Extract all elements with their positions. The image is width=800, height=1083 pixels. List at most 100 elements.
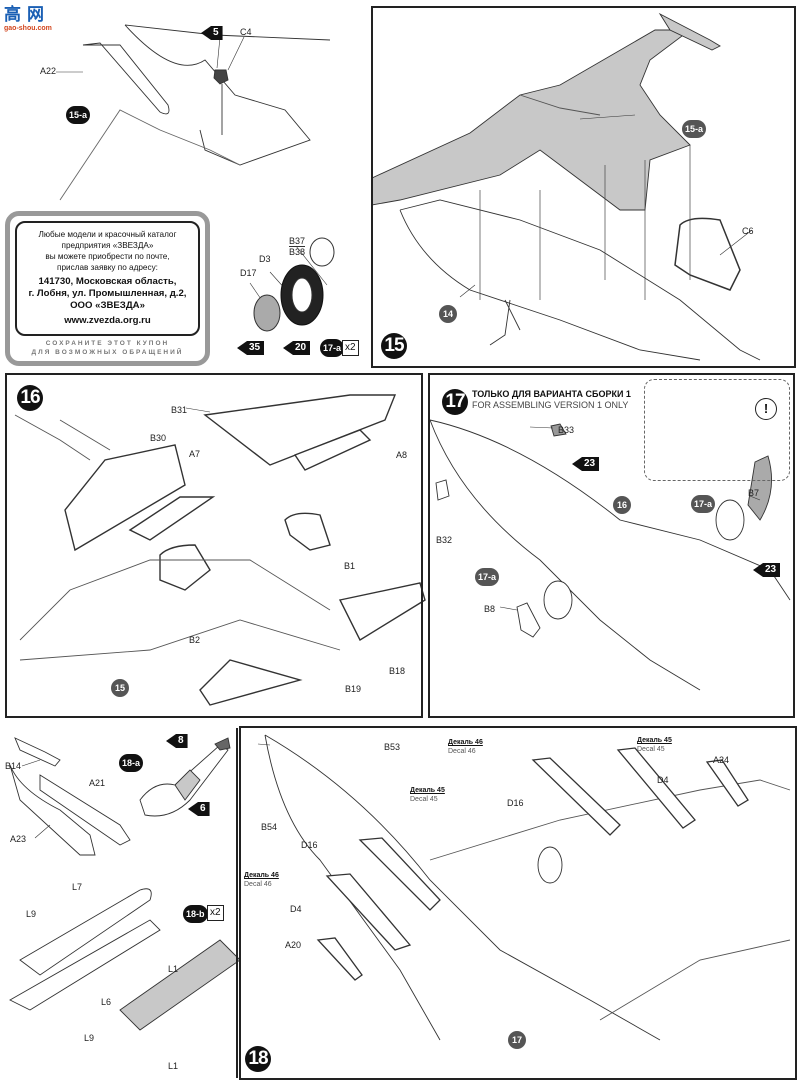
part-label-b54: B54 — [261, 822, 278, 832]
paint-ref-band: 6 — [188, 802, 210, 816]
part-b30-wing — [64, 444, 186, 552]
step-17-title-en: FOR ASSEMBLING VERSION 1 ONLY — [472, 400, 629, 410]
step-15-panel: 15 15-a 14 C6 — [371, 6, 796, 368]
coupon-footer-line: СОХРАНИТЕ ЭТОТ КУПОН — [45, 340, 170, 347]
part-label-d4-right: D4 — [657, 775, 669, 785]
part-label-b30: B30 — [150, 433, 167, 443]
part-label-a21: A21 — [89, 778, 106, 788]
ref-badge-16: 16 — [613, 496, 631, 514]
step-15-number: 15 — [381, 333, 407, 359]
quantity-multiplier: x2 — [207, 905, 224, 921]
part-label-c6: C6 — [742, 226, 754, 236]
part-label-l9-top: L9 — [26, 909, 37, 919]
coupon-address-line: 141730, Московская область, — [38, 276, 177, 287]
part-label-d3: D3 — [259, 254, 271, 264]
coupon-body: Любые модели и красочный каталог предпри… — [15, 221, 200, 336]
ref-badge-15: 15 — [111, 679, 129, 697]
section-divider — [236, 728, 238, 1078]
decal-ref-right-45: Декаль 45 Decal 45 — [637, 736, 672, 754]
part-label-a24: A24 — [713, 755, 730, 765]
coupon-footer: СОХРАНИТЕ ЭТОТ КУПОН ДЛЯ ВОЗМОЖНЫХ ОБРАЩ… — [10, 339, 205, 357]
step-16-number: 16 — [17, 385, 43, 411]
mail-order-coupon: Любые модели и красочный каталог предпри… — [5, 211, 210, 366]
part-d16-right — [531, 757, 621, 836]
coupon-website: www.zvezda.org.ru — [64, 315, 151, 326]
part-d4-right — [616, 747, 696, 829]
step-18-panel: 18 17 B53 B54 D16 D4 A20 D16 D4 A24 Дека… — [239, 726, 797, 1080]
coupon-line: вы можете приобрести по почте, — [45, 252, 170, 261]
step-17-detail-inset: ! — [644, 379, 790, 481]
decal-ref-left-45: Декаль 45 Decal 45 — [410, 786, 445, 804]
quantity-multiplier: x2 — [342, 340, 359, 356]
part-a20-pylon — [316, 937, 363, 981]
decal-ref-left-46: Декаль 46 Decal 46 — [244, 871, 279, 889]
part-label-l1-top: L1 — [168, 964, 179, 974]
decal-en: Decal 46 — [448, 748, 476, 755]
warning-icon: ! — [755, 398, 777, 420]
part-17a-wheel-right — [715, 499, 745, 541]
step-17-title-ru: ТОЛЬКО ДЛЯ ВАРИАНТА СБОРКИ 1 — [472, 389, 631, 399]
decal-ru: Декаль 46 — [448, 739, 483, 746]
part-label-b32: B32 — [436, 535, 453, 545]
coupon-address-line: г. Лобня, ул. Промышленная, д.2, — [28, 288, 187, 299]
decal-en: Decal 46 — [244, 881, 272, 888]
coupon-line: прислав заявку по адресу: — [57, 263, 158, 272]
step-18a-badge: 18-a — [119, 754, 144, 772]
step-18b-badge: 18-b — [183, 905, 208, 923]
part-label-b33: B33 — [558, 425, 575, 435]
part-a24-pylon — [705, 759, 749, 807]
part-label-b18: B18 — [389, 666, 406, 676]
part-a7-flap — [128, 496, 216, 541]
part-b31-wing — [203, 394, 397, 466]
coupon-line: предприятия «ЗВЕЗДА» — [61, 241, 154, 250]
step-17-header: ТОЛЬКО ДЛЯ ВАРИАНТА СБОРКИ 1 FOR ASSEMBL… — [472, 389, 631, 411]
watermark-url: gao-shou.com — [4, 25, 52, 32]
part-label-b2: B2 — [189, 635, 201, 645]
part-c6-canopy — [674, 217, 741, 291]
step-17a-badge: 17-a — [320, 339, 345, 357]
part-label-a22: A22 — [40, 66, 57, 76]
part-label-b8: B8 — [484, 604, 496, 614]
part-b19-fin — [199, 659, 303, 706]
part-label-d17: D17 — [240, 268, 257, 278]
part-d16-left — [358, 837, 441, 911]
part-label-l9-bottom: L9 — [84, 1033, 95, 1043]
part-b8-door — [516, 602, 541, 638]
part-label-b1: B1 — [344, 561, 356, 571]
part-b18-fin — [338, 582, 426, 641]
step-15a-badge: 15-a — [66, 106, 91, 124]
ref-badge-14: 14 — [439, 305, 457, 323]
step-17-panel: 17 16 17-a 17-a B33 B32 B7 B8 23 23 — [428, 373, 795, 718]
part-d4-left — [325, 873, 412, 951]
coupon-address-line: ООО «ЗВЕЗДА» — [70, 300, 145, 311]
decal-ru: Декаль 45 — [410, 787, 445, 794]
part-b7-door — [747, 455, 773, 521]
part-b1-intake — [284, 512, 331, 551]
paint-ref-d3: 20 — [283, 341, 311, 355]
step-17-number: 17 — [442, 389, 468, 415]
part-c4-shape — [213, 69, 229, 85]
decal-en: Decal 45 — [637, 746, 665, 753]
step-16-panel: 16 15 B31 B30 A7 A8 B1 B2 B18 B19 — [5, 373, 423, 718]
part-label-b53: B53 — [384, 742, 401, 752]
part-a22-shape — [82, 42, 170, 115]
ref-badge-17a-right: 17-a — [691, 495, 716, 513]
paint-ref-nozzle: 8 — [166, 734, 188, 748]
part-label-d16-left: D16 — [301, 840, 318, 850]
decal-en: Decal 45 — [410, 796, 438, 803]
part-label-b14: B14 — [5, 761, 22, 771]
paint-ref-b33: 23 — [572, 457, 600, 471]
part-b2-intake — [159, 544, 211, 591]
part-label-l1-bottom: L1 — [168, 1061, 179, 1071]
part-label-l6: L6 — [101, 997, 112, 1007]
coupon-line: Любые модели и красочный каталог — [38, 230, 177, 239]
part-label-b38: B38 — [289, 246, 306, 257]
part-label-a20: A20 — [285, 940, 302, 950]
paint-ref-b7: 23 — [753, 563, 781, 577]
part-label-a7: A7 — [189, 449, 201, 459]
part-label-b19: B19 — [345, 684, 362, 694]
part-b32-door — [435, 479, 450, 501]
part-label-a23: A23 — [10, 834, 27, 844]
watermark-logo: 高网 gao-shou.com — [4, 6, 68, 36]
